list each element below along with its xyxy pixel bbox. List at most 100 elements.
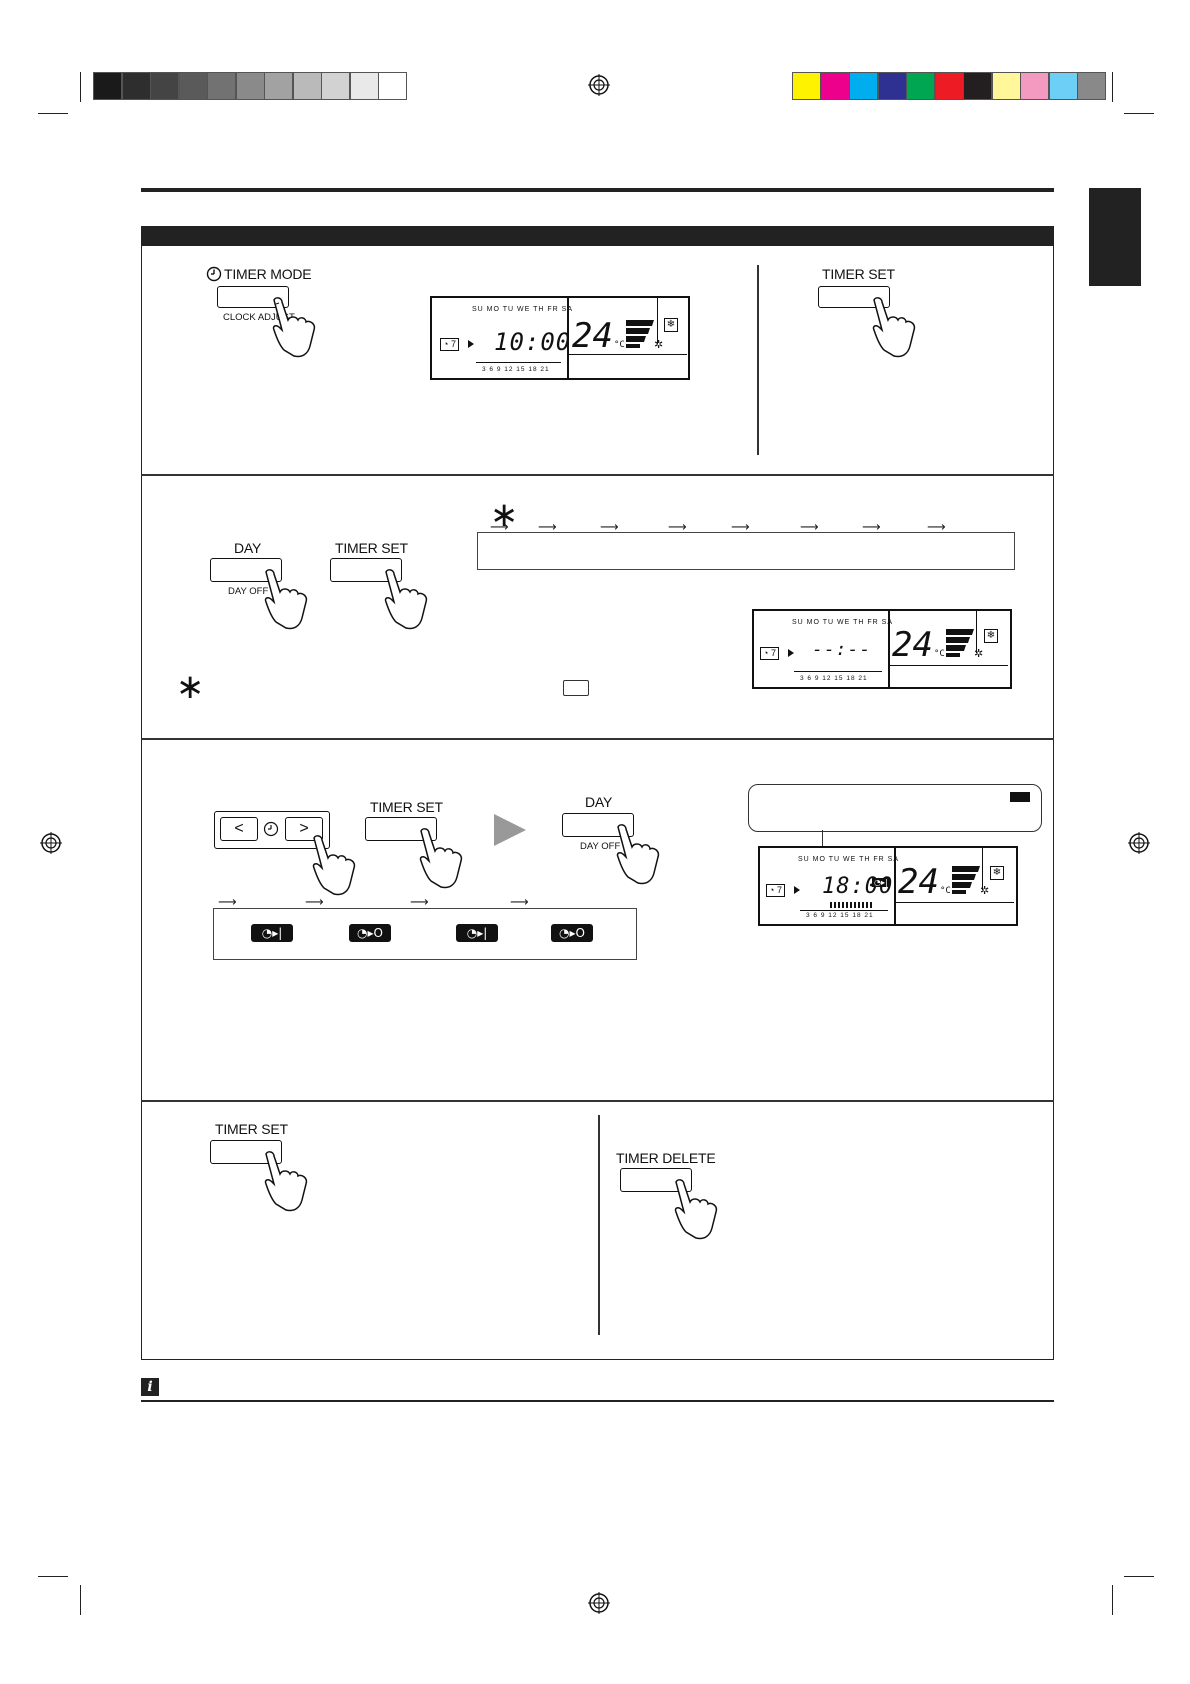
temperature-unit: °C	[614, 340, 625, 350]
pointing-hand-icon	[872, 297, 916, 358]
play-indicator-icon	[788, 649, 794, 657]
sequence-arrow-icon: ⟶	[862, 520, 881, 535]
on-timer-icon: ◔▸|	[251, 924, 293, 942]
pointing-hand-icon	[674, 1179, 718, 1240]
time-adjust-control	[214, 811, 330, 849]
timer-set-label: TIMER SET	[370, 799, 443, 815]
scale-line	[800, 910, 888, 911]
lcd-display: SU MO TU WE TH FR SA ◔ 7 10:00 3 6 9 12 …	[430, 296, 690, 380]
pointing-hand-icon	[419, 828, 463, 889]
registration-mark-icon	[1128, 832, 1150, 854]
weekday-row: SU MO TU WE TH FR SA	[798, 856, 900, 863]
cool-mode-icon: ❄	[984, 629, 998, 643]
timer-set-label: TIMER SET	[822, 266, 895, 282]
time-back-button[interactable]: <	[220, 817, 258, 841]
crop-mark	[1124, 1576, 1154, 1577]
section-divider	[141, 738, 1054, 740]
lcd-divider	[657, 298, 658, 344]
crop-mark	[38, 113, 68, 114]
sequence-arrow-icon: ⟶	[510, 895, 529, 910]
timer-delete-label: TIMER DELETE	[616, 1150, 716, 1166]
gray-swatch	[121, 72, 151, 100]
sequence-arrow-icon: ⟶	[668, 520, 687, 535]
clock-icon	[206, 266, 222, 282]
program-number: 7	[770, 648, 776, 658]
off-timer-icon: ◔▸O	[349, 924, 391, 942]
column-divider	[598, 1115, 600, 1335]
sequence-arrow-icon: ⟶	[800, 520, 819, 535]
fan-icon: ✲	[974, 647, 984, 660]
gray-swatch	[207, 72, 236, 100]
lcd-display: SU MO TU WE TH FR SA ◔ 7 --:-- 3 6 9 12 …	[752, 609, 1012, 689]
clock-symbol-icon: ◔	[769, 885, 777, 895]
pointing-hand-icon	[616, 824, 660, 885]
note-asterisk: ∗	[490, 495, 519, 535]
color-swatch	[1048, 72, 1078, 100]
timer-sequence-box	[213, 908, 637, 960]
timer-set-label: TIMER SET	[215, 1121, 288, 1137]
program-clock-indicator: ◔ 7	[760, 647, 779, 660]
temperature-unit: °C	[940, 886, 951, 896]
pointing-hand-icon	[312, 835, 356, 896]
color-swatch	[849, 72, 878, 100]
cool-mode-icon: ❄	[664, 318, 678, 332]
temperature-unit: °C	[934, 649, 945, 659]
hour-scale: 3 6 9 12 15 18 21	[800, 675, 868, 682]
callout-indicator	[1010, 792, 1030, 802]
section-divider	[141, 1100, 1054, 1102]
color-swatch	[877, 72, 907, 100]
sequence-arrow-icon: ⟶	[305, 895, 324, 910]
timer-mode-button[interactable]	[217, 286, 289, 308]
sequence-arrow-icon: ⟶	[600, 520, 619, 535]
lcd-divider	[888, 611, 890, 687]
next-step-arrow-icon	[494, 814, 526, 846]
color-swatch	[820, 72, 850, 100]
gray-swatch	[93, 72, 122, 100]
registration-mark-icon	[588, 1592, 610, 1614]
program-number: 7	[776, 885, 782, 895]
day-off-label: DAY OFF	[228, 586, 269, 597]
callout-leader	[822, 830, 823, 848]
clock-symbol-icon: ◔	[443, 339, 451, 349]
crop-mark	[80, 72, 81, 102]
program-number: 7	[450, 339, 456, 349]
section-divider	[141, 474, 1054, 476]
sequence-arrow-icon: ⟶	[731, 520, 750, 535]
gray-swatch	[349, 72, 379, 100]
fan-speed-bars-icon	[626, 320, 654, 348]
hour-scale: 3 6 9 12 15 18 21	[806, 912, 874, 919]
note-asterisk: ∗	[176, 667, 205, 707]
sequence-arrow-icon: ⟶	[410, 895, 429, 910]
scale-line	[476, 362, 561, 363]
callout-bubble	[748, 784, 1042, 832]
column-divider	[757, 265, 759, 455]
temperature-readout: 24	[892, 625, 933, 665]
color-swatch	[1077, 72, 1106, 100]
gray-swatch	[378, 72, 407, 100]
off-timer-icon: ◔▸O	[551, 924, 593, 942]
lcd-divider	[567, 298, 569, 378]
pointing-hand-icon	[272, 297, 316, 358]
timer-set-button[interactable]	[818, 286, 890, 308]
fan-icon: ✲	[980, 884, 990, 897]
crop-mark	[1112, 72, 1113, 102]
play-indicator-icon	[468, 340, 474, 348]
cool-mode-icon: ❄	[990, 866, 1004, 880]
gray-swatch	[292, 72, 322, 100]
registration-mark-icon	[40, 832, 62, 854]
registration-mark-icon	[588, 74, 610, 96]
clock-symbol-icon: ◔	[763, 648, 771, 658]
time-back-label: <	[234, 820, 244, 837]
color-swatch	[991, 72, 1021, 100]
crop-mark	[80, 1585, 81, 1615]
language-tab	[1089, 188, 1141, 286]
temperature-readout: 24	[572, 316, 613, 356]
gray-swatch	[264, 72, 293, 100]
program-clock-indicator: ◔ 7	[440, 338, 459, 351]
clock-icon	[263, 821, 279, 837]
top-rule	[141, 188, 1054, 192]
fan-speed-bars-icon	[952, 866, 980, 894]
sequence-arrow-icon: ⟶	[490, 520, 509, 535]
play-indicator-icon	[794, 886, 800, 894]
lcd-divider	[894, 902, 1014, 903]
